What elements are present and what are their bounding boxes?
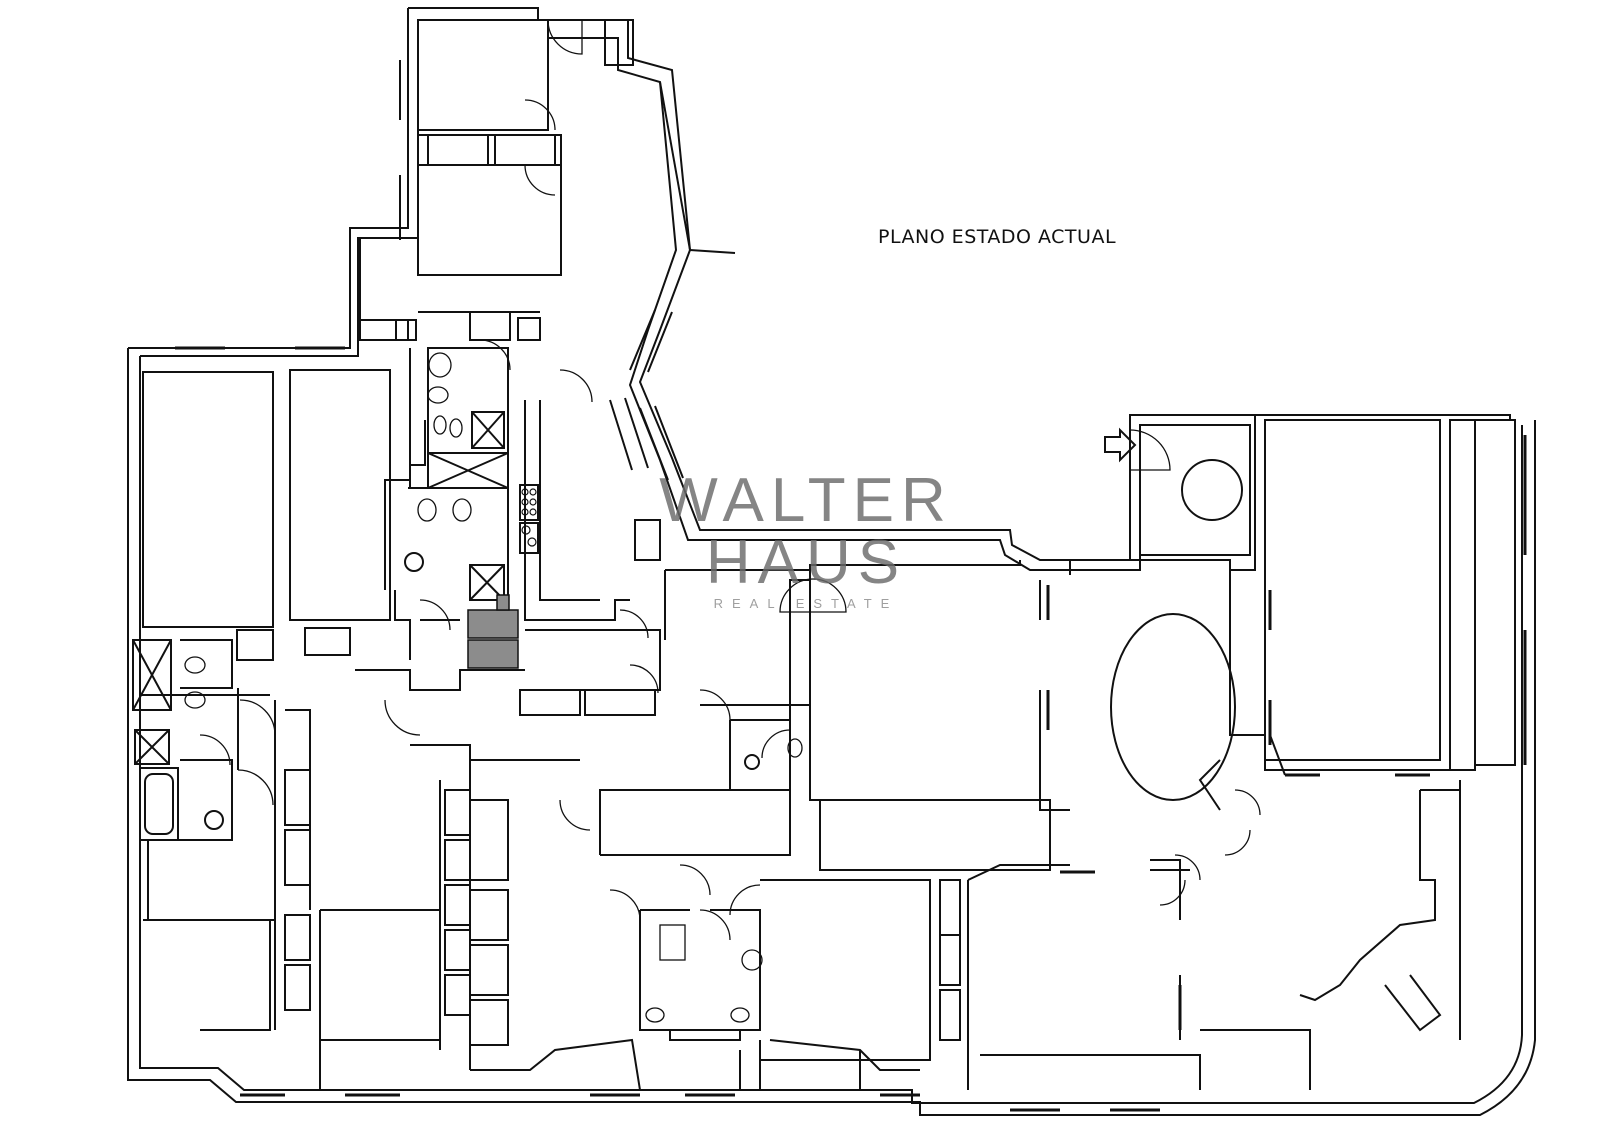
room-left-1 xyxy=(142,371,274,628)
dining-table-icon xyxy=(1110,613,1236,801)
outer-wall xyxy=(127,348,1536,1116)
plan-title: PLANO ESTADO ACTUAL xyxy=(878,226,1117,248)
north-wing-outline xyxy=(408,7,1511,561)
entrance-arrow-icon xyxy=(1104,427,1137,463)
round-table-icon xyxy=(1181,459,1243,521)
outer-wall-inner xyxy=(139,356,1523,1104)
north-wing-inner xyxy=(418,19,1141,571)
